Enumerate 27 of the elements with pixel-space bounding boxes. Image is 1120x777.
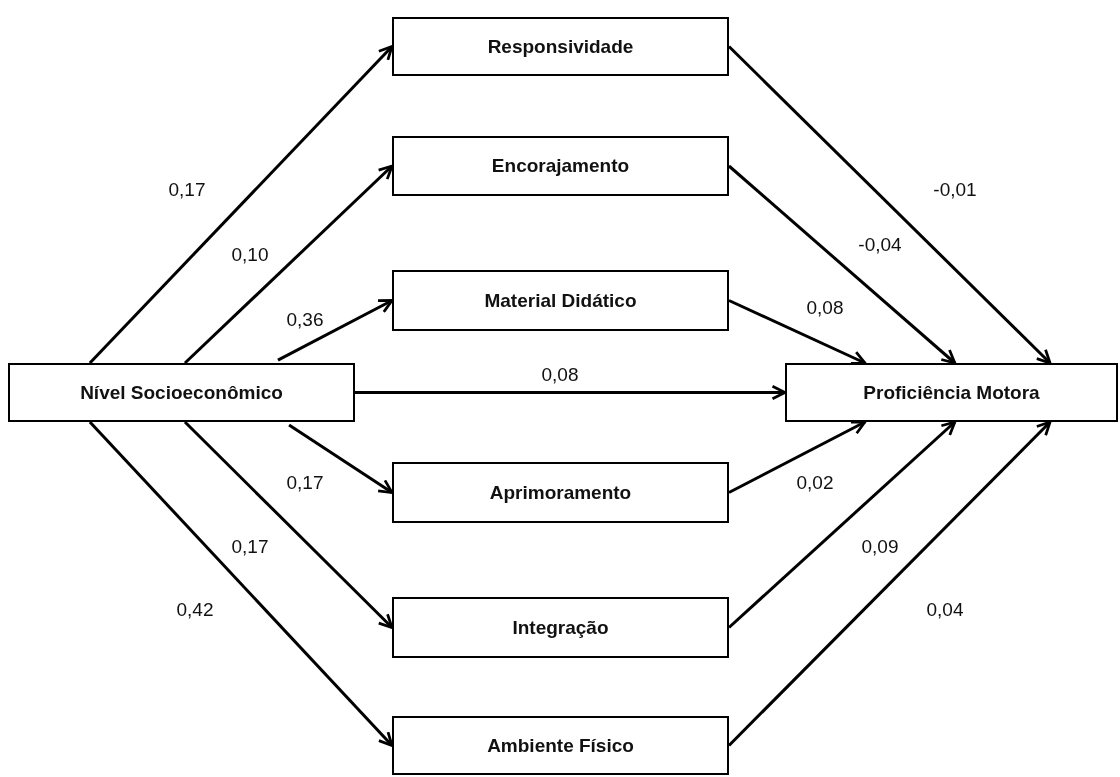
variable-name: Proficiência Motora [863,381,1040,404]
variable-name: Material Didático [484,289,637,312]
variable-box [392,136,729,196]
arrow [88,45,394,365]
variable-box [392,270,729,331]
variable-name: Integração [512,616,609,639]
arrow [355,384,787,401]
variable-box [392,462,729,523]
variable-box [392,17,729,76]
arrow [728,420,867,494]
variable-name: Ambiente Físico [487,734,634,757]
arrow [728,164,957,365]
variable-name: Encorajamento [491,155,630,177]
variable-box [392,597,729,658]
arrow [183,164,394,365]
arrow [288,423,394,494]
variable-name: Nível Socioeconômico [80,381,283,404]
variable-box [785,363,1118,422]
arrow [183,420,394,629]
variable-box [392,716,729,775]
arrow [277,299,394,362]
arrow [728,299,867,365]
arrow [728,420,957,629]
variable-name: Responsividade [487,35,634,58]
variable-name: Aprimoramento [489,481,632,504]
arrow [88,420,394,747]
variable-box [8,363,355,422]
